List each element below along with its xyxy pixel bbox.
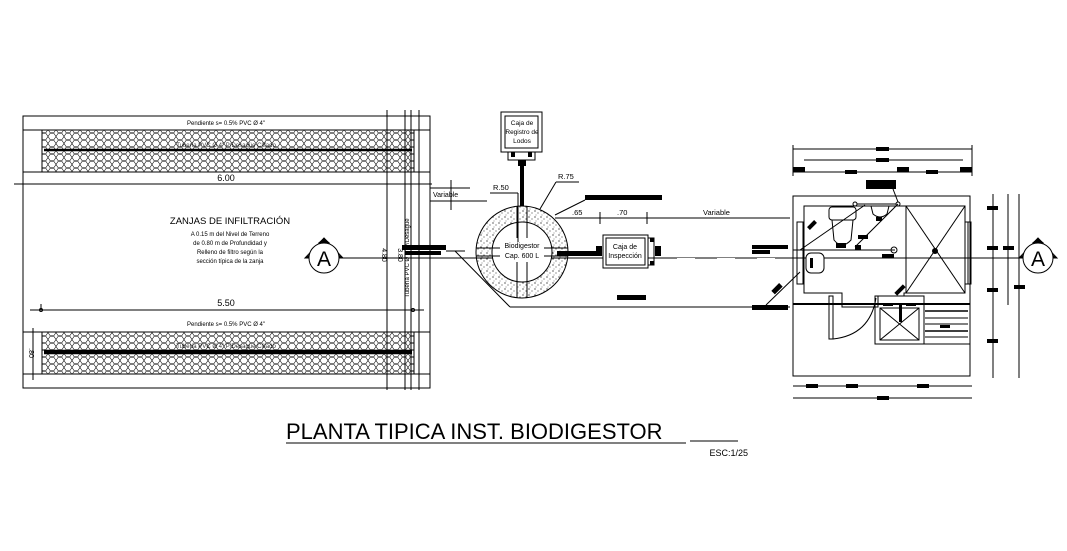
section-letter-left: A: [317, 248, 331, 271]
inspection-box-line-2: Inspección: [608, 253, 642, 260]
sludge-box-line-1: Caja de: [511, 120, 534, 127]
door-leaf: [828, 295, 834, 340]
bathroom-plan: [792, 180, 972, 377]
dim-a-label: .65: [572, 208, 582, 217]
biodigester-label-2: Cap. 600 L: [505, 253, 539, 260]
trench-note-2: de 0.80 m de Profundidad y: [193, 241, 267, 247]
radius-outer-label: R.75: [558, 172, 574, 181]
dim-b-label: .70: [617, 208, 627, 217]
biodigester-label-1: Biodigestor: [504, 243, 540, 250]
variable-left-label: Variable: [433, 192, 458, 199]
inspection-box-line-1: Caja de: [613, 244, 637, 251]
trench-note-4: sección típica de la zanja: [196, 259, 264, 265]
dim-width-a: 4.80: [380, 248, 387, 262]
sludge-registry-box: Caja de Registro de Lodos: [500, 111, 543, 206]
drawing-scale: ESC:1/25: [709, 448, 748, 458]
bathroom-outer-wall: [792, 195, 971, 377]
toilet-bowl: [831, 219, 854, 246]
lavatory: [805, 252, 825, 274]
top-pipe-label: Tubería PVC Ø 4" P/Desagüe Clifado: [176, 143, 276, 149]
section-letter-right: A: [1031, 248, 1045, 271]
dim-width-b: 3.80: [396, 248, 403, 262]
shower: [905, 205, 966, 294]
section-mark-right: A: [1017, 237, 1059, 274]
inspection-box: Caja de Inspección: [596, 234, 661, 269]
dim-length-outer: 6.00: [217, 173, 235, 183]
drawing-title: PLANTA TIPICA INST. BIODIGESTOR: [286, 419, 663, 444]
dim-trench-width: .80: [27, 348, 34, 358]
outlet-pipe: [557, 251, 599, 256]
variable-right-label: Variable: [703, 208, 730, 217]
infiltration-trenches: Pendiente s= 0.5% PVC Ø 4" Tubería PVC Ø…: [14, 110, 432, 390]
trench-note-3: Relleno de filtro según la: [197, 250, 264, 256]
top-slope-label: Pendiente s= 0.5% PVC Ø 4": [187, 121, 265, 127]
section-mark-left: A: [303, 237, 345, 274]
radius-inner-label: R.50: [493, 183, 509, 192]
bottom-pipe-label: Tubería PVC Ø 4" P/Desagüe Clifado: [176, 344, 276, 350]
trench-note-1: A 0.15 m del Nivel de Terreno: [191, 232, 270, 238]
trench-heading: ZANJAS DE INFILTRACIÓN: [170, 216, 290, 227]
dim-length-inner: 5.50: [217, 298, 235, 308]
bottom-slope-label: Pendiente s= 0.5% PVC Ø 4": [187, 322, 265, 328]
sludge-box-line-3: Lodos: [513, 138, 531, 145]
sludge-box-line-2: Registro de: [505, 129, 539, 136]
bathroom-dimensions: [792, 145, 1025, 400]
biodigester: Biodigestor Cap. 600 L R.50 R.75 .65 .70…: [475, 172, 790, 299]
